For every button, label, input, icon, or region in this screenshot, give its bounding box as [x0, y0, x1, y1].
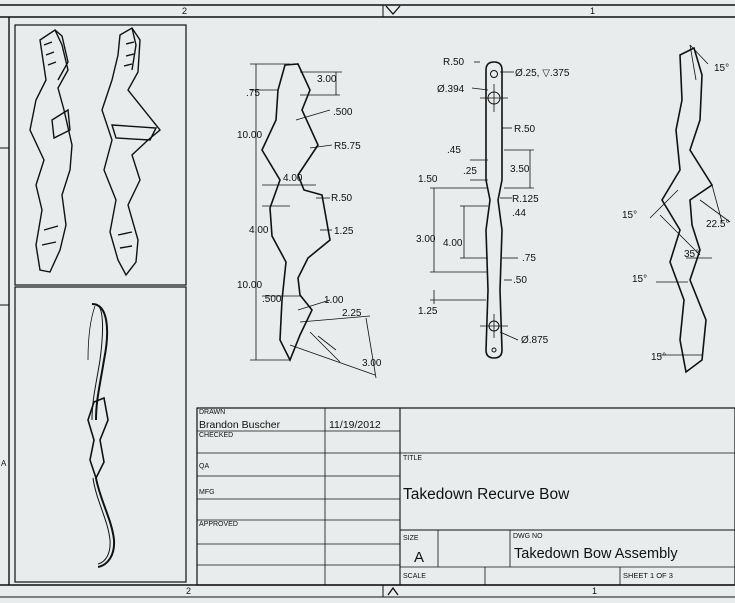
- title-label: TITLE: [403, 455, 422, 462]
- dim-front-0-45: .45: [447, 145, 461, 156]
- dim-side-3-00-bottom: 3.00: [362, 358, 382, 369]
- drawing-title: Takedown Recurve Bow: [403, 486, 570, 503]
- dim-side-0-75: .75: [246, 88, 260, 99]
- dim-side-10-00-top: 10.00: [237, 130, 262, 141]
- riser-side-view: [250, 63, 377, 379]
- dim-side-0-500-top: .500: [333, 107, 353, 118]
- dim-front-hole-0-875: Ø.875: [521, 335, 549, 346]
- drawing-border: [0, 4, 735, 598]
- title-block: [196, 407, 735, 586]
- zone-label-left-a: A: [1, 459, 7, 468]
- dim-front-0-44: .44: [512, 208, 526, 219]
- mfg-label: MFG: [199, 489, 215, 496]
- dwg-no-label: DWG NO: [513, 533, 543, 540]
- dim-front-4-00: 4.00: [443, 238, 463, 249]
- sheet-size: A: [414, 549, 424, 566]
- dim-side-2-25: 2.25: [342, 308, 362, 319]
- iso-view-panel: [14, 24, 187, 583]
- dim-front-3-00: 3.00: [416, 234, 436, 245]
- dim-front-0-50: .50: [513, 275, 527, 286]
- dim-front-r0-125: R.125: [512, 194, 539, 205]
- dim-front-hole-0-25: Ø.25, ▽.375: [515, 68, 570, 79]
- size-label: SIZE: [403, 535, 419, 542]
- riser-front-view: [430, 61, 534, 359]
- dim-angle-22-5: 22.5°: [706, 219, 729, 230]
- dim-side-r0-50: R.50: [331, 193, 353, 204]
- dim-side-1-25: 1.25: [334, 226, 354, 237]
- sheet-number: SHEET 1 OF 3: [623, 571, 673, 580]
- zone-label-top-2: 2: [182, 6, 187, 16]
- drawn-label: DRAWN: [199, 409, 225, 416]
- dim-angle-15-top: 15°: [714, 63, 729, 74]
- dim-side-1-00: 1.00: [324, 295, 344, 306]
- dim-side-10-00-bottom: 10.00: [237, 280, 262, 291]
- dim-side-3-00-top: 3.00: [317, 74, 337, 85]
- bow-assembly-view: [87, 303, 116, 568]
- riser-iso-right: [101, 27, 161, 277]
- qa-label: QA: [199, 463, 209, 470]
- zone-label-bottom-1: 1: [592, 586, 597, 596]
- drawing-number: Takedown Bow Assembly: [514, 546, 678, 562]
- drawn-by-name: Brandon Buscher: [199, 419, 281, 431]
- scale-label: SCALE: [403, 573, 426, 580]
- riser-angle-view: [649, 44, 731, 374]
- dim-side-0-500-bottom: .500: [262, 294, 282, 305]
- dim-front-r0-50-top: R.50: [443, 57, 465, 68]
- zone-label-top-1: 1: [590, 6, 595, 16]
- dim-front-1-25: 1.25: [418, 306, 438, 317]
- checked-label: CHECKED: [199, 432, 233, 439]
- zone-label-bottom-2: 2: [186, 586, 191, 596]
- front-view-dimensions: R.50 Ø.25, ▽.375 Ø.394 R.50 .45 .25 3.50…: [416, 57, 570, 346]
- dim-side-4-00-upper: 4.00: [283, 173, 303, 184]
- dim-angle-15-mid: 15°: [632, 274, 647, 285]
- dim-front-0-25: .25: [463, 166, 477, 177]
- dim-side-r5-75: R5.75: [334, 141, 361, 152]
- dim-front-1-50: 1.50: [418, 174, 438, 185]
- dim-angle-15-bottom: 15°: [651, 352, 666, 363]
- dim-front-hole-0-394: Ø.394: [437, 84, 465, 95]
- dim-side-4-00-lower: 4.00: [249, 225, 269, 236]
- angle-view-dimensions: 15° 15° 22.5° 35° 15° 15°: [622, 63, 729, 363]
- dim-front-0-75: .75: [522, 253, 536, 264]
- dim-front-r0-50-mid: R.50: [514, 124, 536, 135]
- dim-angle-35: 35°: [684, 249, 699, 260]
- approved-label: APPROVED: [199, 521, 238, 528]
- dim-angle-15-left: 15°: [622, 210, 637, 221]
- riser-iso-left: [29, 28, 73, 273]
- drawn-date: 11/19/2012: [329, 419, 381, 431]
- side-view-dimensions: 3.00 .75 .500 10.00 R5.75 4.00 R.50 4.00…: [237, 74, 382, 369]
- dim-front-3-50: 3.50: [510, 164, 530, 175]
